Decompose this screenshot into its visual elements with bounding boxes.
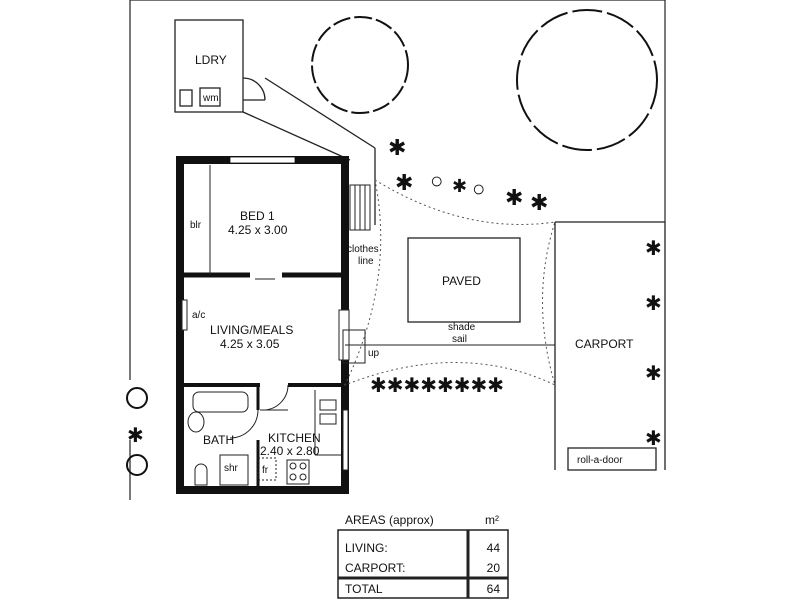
bed-size: 4.25 x 3.00 <box>228 223 288 237</box>
robe-label: blr <box>190 220 202 231</box>
svg-text:✱: ✱ <box>395 170 413 195</box>
svg-text:○: ○ <box>472 176 485 201</box>
svg-text:✱: ✱ <box>127 425 144 447</box>
aircon-label: a/c <box>192 310 205 321</box>
svg-text:✱: ✱ <box>645 428 662 450</box>
area-row-value: 20 <box>487 561 501 575</box>
areas-unit: m² <box>485 513 499 527</box>
area-total-label: TOTAL <box>345 582 383 596</box>
fridge-label: fr <box>262 465 269 476</box>
svg-text:○: ○ <box>430 168 443 193</box>
bath-label: BATH <box>203 433 234 447</box>
area-total-value: 64 <box>487 582 501 596</box>
svg-text:✱: ✱ <box>645 363 662 385</box>
svg-text:✱: ✱ <box>645 293 662 315</box>
svg-text:✱: ✱ <box>645 238 662 260</box>
areas-table: AREAS (approx) m² LIVING: 44 CARPORT: 20… <box>337 513 509 599</box>
washing-machine-label: wm <box>202 93 219 104</box>
svg-text:✱: ✱ <box>388 135 406 160</box>
area-row-value: 44 <box>487 541 501 555</box>
tree-icon <box>126 9 658 476</box>
clothesline-label-2: line <box>358 256 374 267</box>
area-row-label: LIVING: <box>345 541 388 555</box>
shade-sail-label-2: sail <box>452 334 467 345</box>
clothesline-label: clothes <box>347 244 379 255</box>
svg-text:✱: ✱ <box>505 185 523 210</box>
kitchen-label: KITCHEN <box>268 431 321 445</box>
house <box>176 156 371 494</box>
kitchen-size: 2.40 x 2.80 <box>260 444 320 458</box>
carport-label: CARPORT <box>575 337 634 351</box>
shrub-icon: ✱ ✱ ○ ✱ ○ ✱ ✱ ✱✱✱✱✱✱✱✱ ✱ ✱ ✱ ✱ ✱ <box>127 135 662 450</box>
step-up-label: up <box>368 348 380 359</box>
living-label: LIVING/MEALS <box>210 323 293 337</box>
carport <box>554 221 666 471</box>
svg-text:✱: ✱ <box>452 176 467 196</box>
living-size: 4.25 x 3.05 <box>220 337 280 351</box>
laundry-label: LDRY <box>195 53 227 67</box>
property-boundary <box>129 0 666 500</box>
svg-text:✱: ✱ <box>530 190 548 215</box>
svg-text:✱✱✱✱✱✱✱✱: ✱✱✱✱✱✱✱✱ <box>370 375 504 397</box>
laundry <box>174 19 376 225</box>
paved-area <box>407 237 521 323</box>
bed-label: BED 1 <box>240 209 275 223</box>
area-row-label: CARPORT: <box>345 561 405 575</box>
shower-label: shr <box>224 463 239 474</box>
areas-title: AREAS (approx) <box>345 513 434 527</box>
shade-sail <box>344 178 556 386</box>
roll-a-door-label: roll-a-door <box>577 455 623 466</box>
shade-sail-label: shade <box>448 322 476 333</box>
paved-label: PAVED <box>442 274 481 288</box>
